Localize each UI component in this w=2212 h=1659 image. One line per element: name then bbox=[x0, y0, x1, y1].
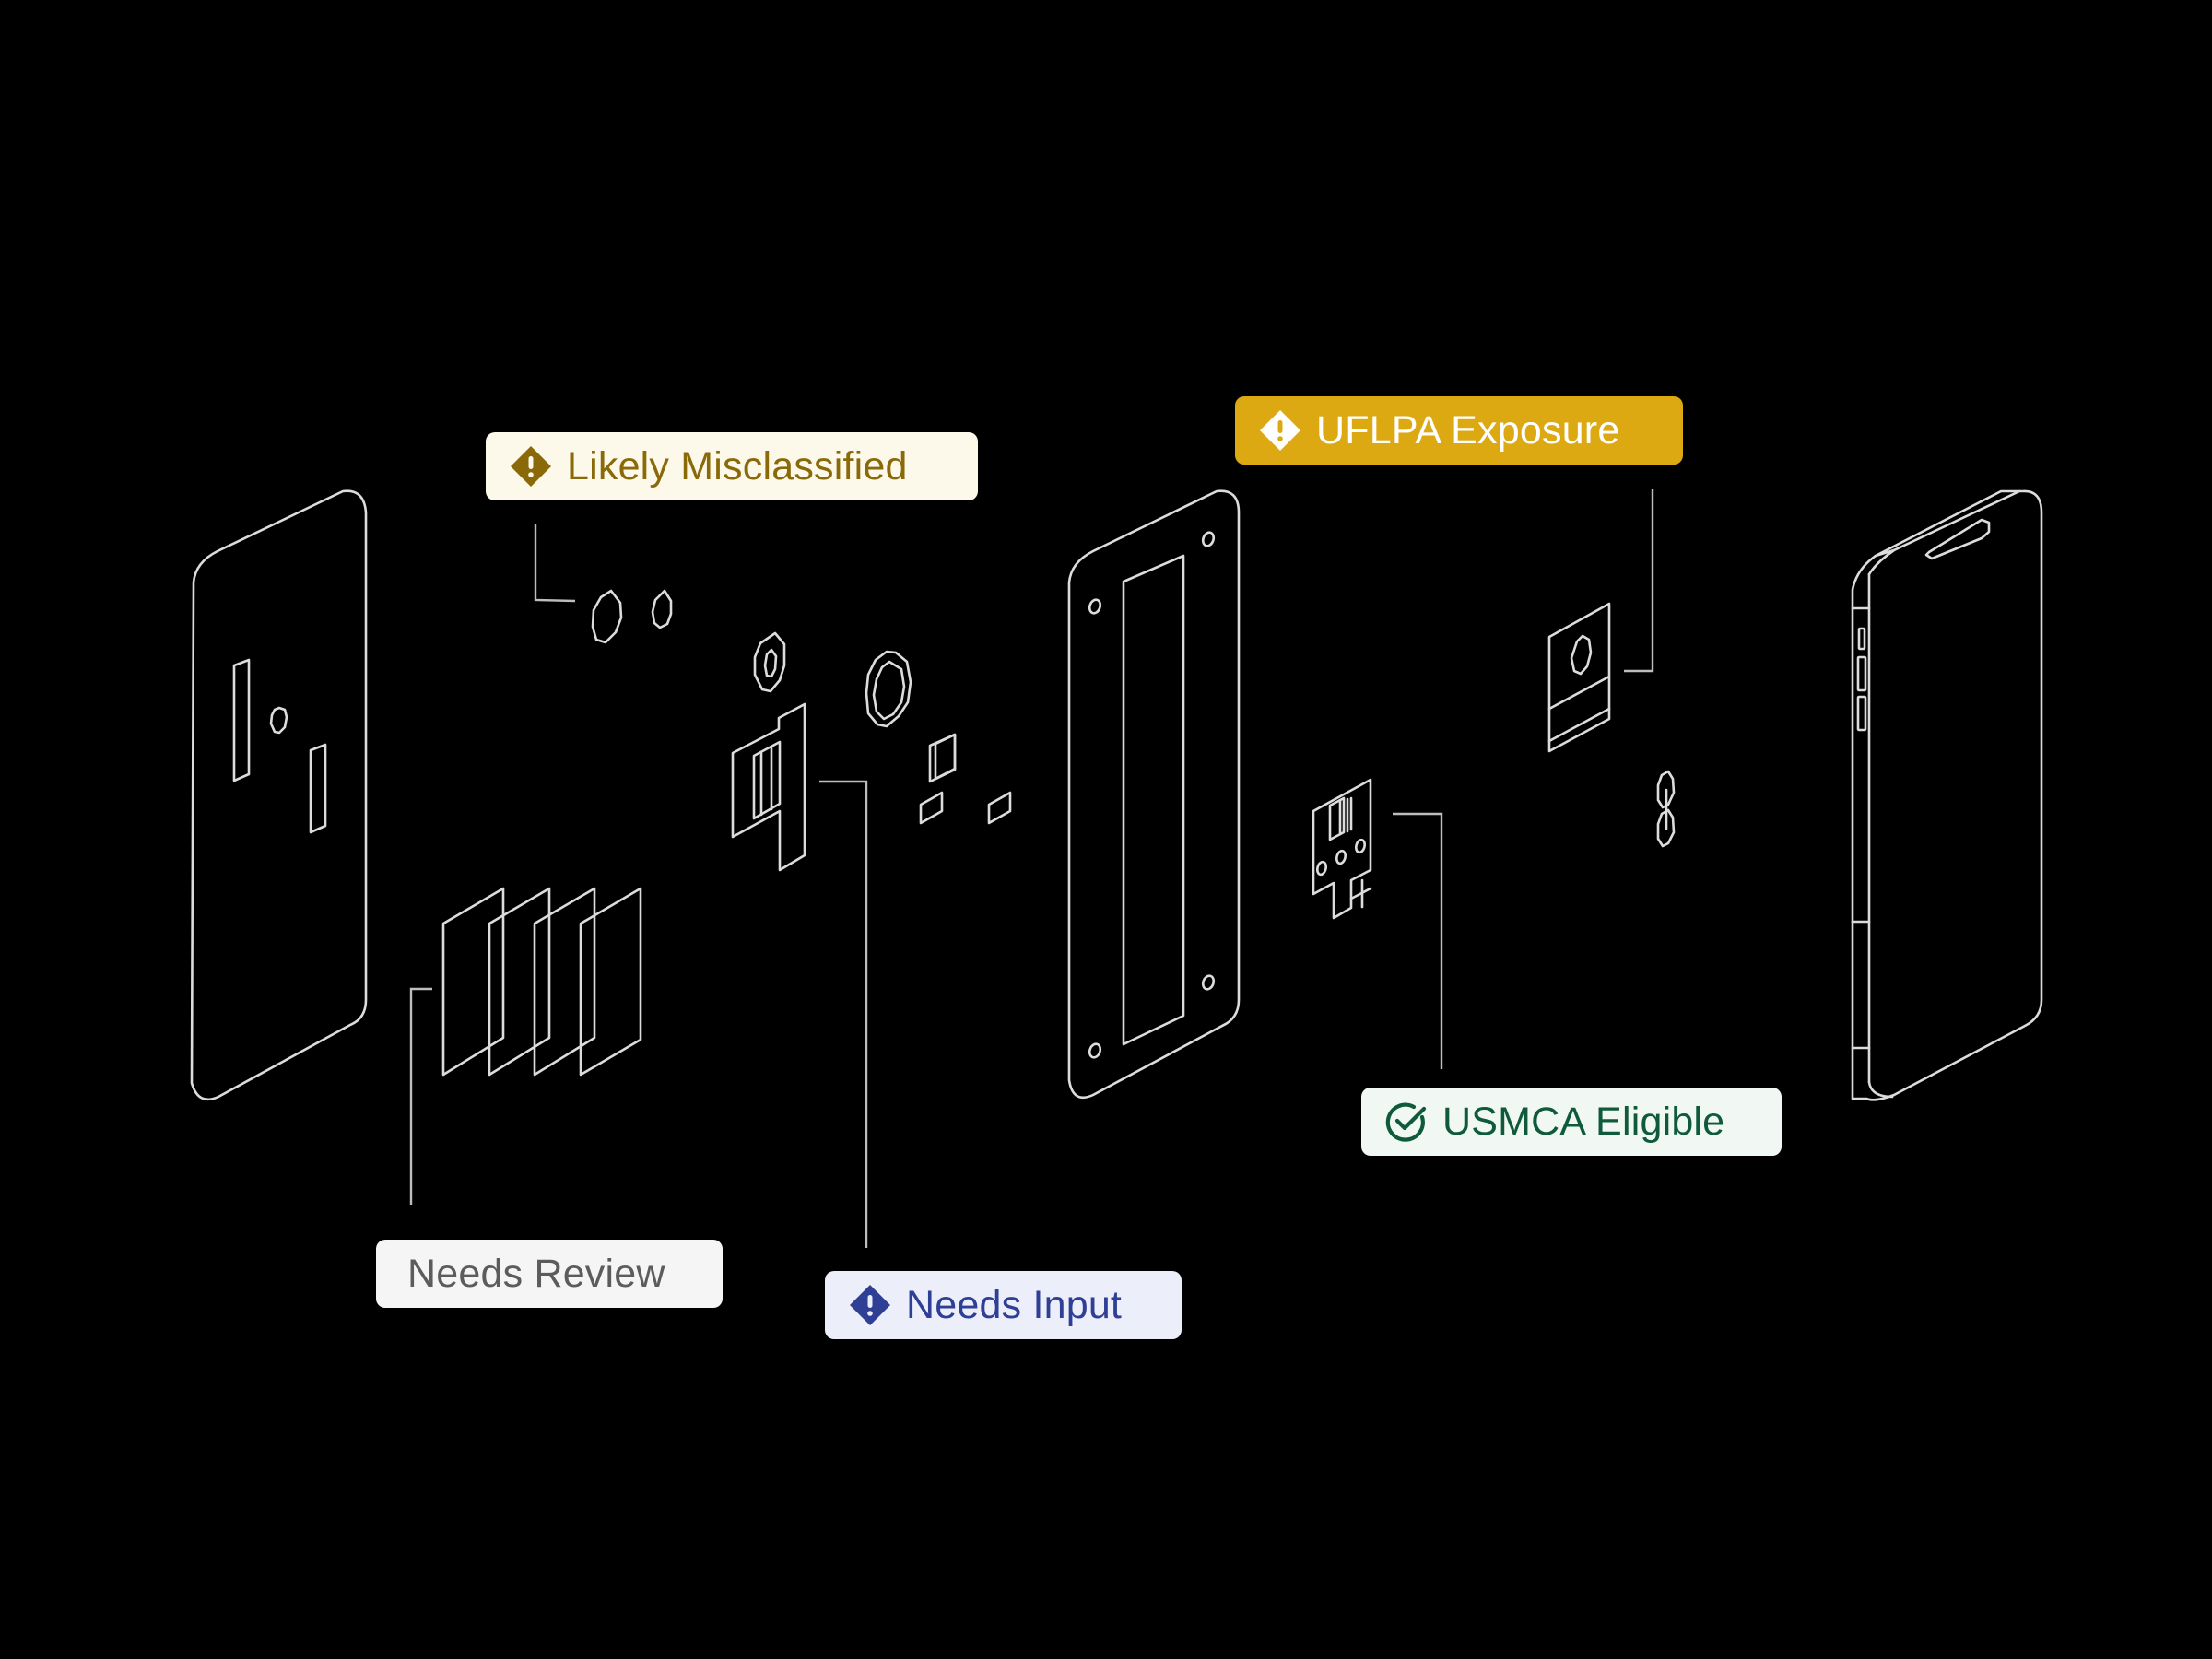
sub-board-drawing bbox=[1312, 778, 1372, 920]
camera-module-drawing bbox=[1547, 602, 1611, 753]
badge-label: Likely Misclassified bbox=[567, 443, 908, 488]
warning-diamond-icon bbox=[508, 443, 554, 489]
usmca-eligible-badge[interactable]: USMCA Eligible bbox=[1361, 1088, 1782, 1156]
leader-needs-review bbox=[409, 987, 432, 1205]
badge-label: Needs Review bbox=[407, 1251, 665, 1296]
back-panel-drawing bbox=[190, 489, 368, 1101]
badge-label: UFLPA Exposure bbox=[1316, 407, 1620, 453]
battery-cells-drawing bbox=[441, 887, 642, 1077]
uflpa-exposure-badge[interactable]: UFLPA Exposure bbox=[1235, 396, 1683, 465]
screws-drawing bbox=[1656, 770, 1676, 848]
warning-diamond-icon bbox=[1257, 407, 1303, 453]
badge-label: USMCA Eligible bbox=[1442, 1099, 1725, 1144]
leader-lines bbox=[409, 489, 1654, 1248]
front-housing-drawing bbox=[1851, 489, 2043, 1101]
leader-usmca-eligible bbox=[1393, 812, 1443, 1069]
midframe-drawing bbox=[1067, 489, 1241, 1100]
badge-label: Needs Input bbox=[906, 1282, 1123, 1327]
leader-needs-input bbox=[819, 780, 868, 1248]
leader-uflpa-exposure bbox=[1624, 489, 1654, 673]
needs-review-badge[interactable]: Needs Review bbox=[376, 1240, 723, 1308]
check-circle-icon bbox=[1383, 1099, 1430, 1145]
likely-misclassified-badge[interactable]: Likely Misclassified bbox=[486, 432, 978, 500]
camera-lenses-drawing bbox=[591, 589, 786, 693]
warning-diamond-icon bbox=[847, 1282, 893, 1328]
leader-likely-misclassified bbox=[534, 524, 576, 603]
logic-board-drawing bbox=[731, 650, 1012, 872]
needs-input-badge[interactable]: Needs Input bbox=[825, 1271, 1182, 1339]
